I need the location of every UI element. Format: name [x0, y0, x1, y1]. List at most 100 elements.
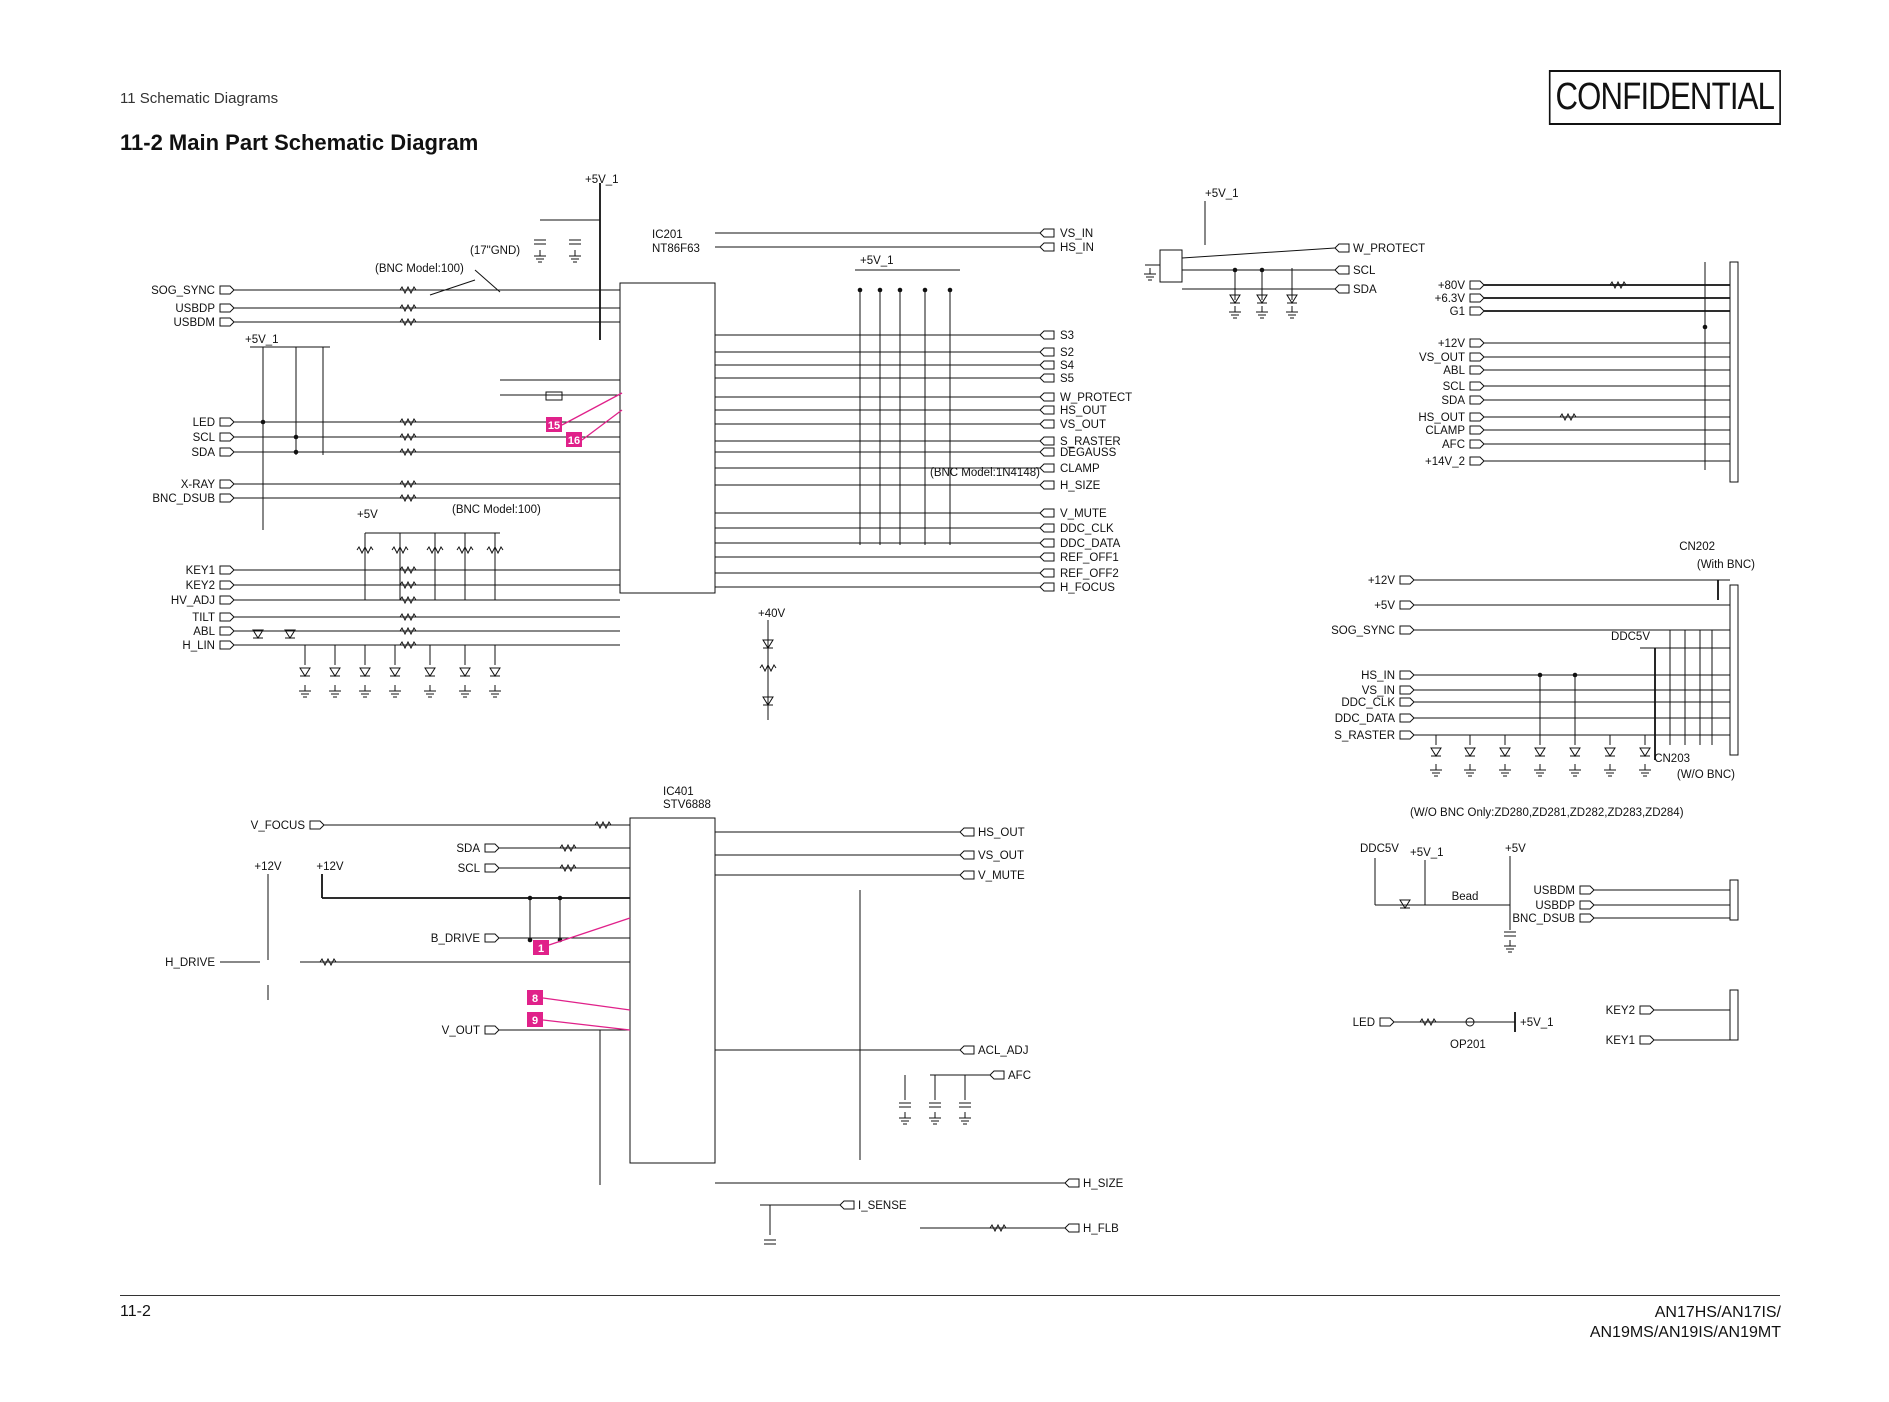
power-label-5v1-f: +5V_1: [1520, 1017, 1554, 1029]
resistor: [399, 285, 417, 295]
conn-port-g1: G1: [1450, 306, 1465, 318]
connector-keys: [1729, 989, 1739, 1041]
port-label-ref_off1: REF_OFF1: [1060, 552, 1119, 564]
conn-port-63v: +6.3V: [1435, 293, 1466, 305]
wire-group: [219, 183, 1730, 1245]
port-arrow: [219, 626, 235, 636]
port-arrow: [1039, 419, 1055, 429]
junction-dot: [1702, 324, 1708, 330]
power-label-40v: +40V: [758, 608, 786, 620]
diode: [284, 629, 296, 639]
marker-15: 15: [548, 420, 560, 432]
port-arrow: [1334, 265, 1350, 275]
model-line-1: AN17HS/AN17IS/: [1654, 1304, 1781, 1321]
probe-line-1: [548, 917, 631, 946]
bnc-option: [474, 269, 501, 293]
mid-port-sda: SDA: [1353, 284, 1377, 296]
port-arrow: [1579, 885, 1595, 895]
lr-port-h_flb: H_FLB: [1083, 1223, 1119, 1235]
port-arrow: [484, 843, 500, 853]
port-arrow: [959, 870, 975, 880]
note-bnc-diode: (BNC Model:1N4148): [930, 467, 1040, 479]
resistor: [399, 417, 417, 427]
junction-dot: [857, 287, 863, 293]
junction-dot: [897, 287, 903, 293]
note-bnc-100-b: (BNC Model:100): [452, 504, 541, 516]
key-port-key1: KEY1: [1606, 1035, 1635, 1047]
diode: [1639, 747, 1651, 757]
mid-port-scl: SCL: [1353, 265, 1376, 277]
port-label-h_size: H_SIZE: [1060, 480, 1101, 492]
marker-16-box: [566, 432, 582, 447]
port-label-ddc_data: DDC_DATA: [1060, 538, 1121, 550]
port-arrow: [1399, 685, 1415, 695]
port-arrow: [219, 565, 235, 575]
diode: [1430, 747, 1442, 757]
port-arrow: [1469, 352, 1485, 362]
port-arrow: [219, 447, 235, 457]
resistor: [1609, 280, 1627, 290]
port-label-key2: KEY2: [186, 580, 215, 592]
model-numbers: AN17HS/AN17IS/ AN19MS/AN19IS/AN19MT: [1590, 1303, 1781, 1343]
port-arrow: [484, 1025, 500, 1035]
port-arrow: [1399, 730, 1415, 740]
ic401-body: [629, 817, 716, 1164]
ll-port-h_drive: H_DRIVE: [165, 957, 215, 969]
connector-usb: [1729, 879, 1739, 921]
marker-16: 16: [568, 435, 580, 447]
port-label-v_mute: V_MUTE: [1060, 508, 1107, 520]
port-label-s3: S3: [1060, 330, 1074, 342]
resistor: [1419, 1017, 1437, 1027]
resistor: [399, 493, 417, 503]
lr-port-v_mute: V_MUTE: [978, 870, 1025, 882]
port-arrow: [1469, 280, 1485, 290]
port-arrow: [1469, 456, 1485, 466]
ic201-body: [619, 282, 716, 594]
port-arrow: [1334, 243, 1350, 253]
junction-dot: [557, 895, 563, 901]
junction-dot: [922, 287, 928, 293]
op201-label: OP201: [1450, 1039, 1486, 1051]
diode: [1399, 899, 1411, 909]
diode: [424, 667, 436, 677]
marker-1: 1: [538, 943, 544, 955]
footer-rule: [120, 1295, 1780, 1296]
port-label-bnc_dsub: BNC_DSUB: [152, 493, 215, 505]
port-label-sda: SDA: [191, 447, 215, 459]
conn-port-80v: +80V: [1438, 280, 1466, 292]
port-arrow: [1039, 330, 1055, 340]
port-label-s5: S5: [1060, 373, 1074, 385]
marker-1-box: [533, 940, 549, 955]
ll-port-sda: SDA: [456, 843, 480, 855]
cn202-label: CN202: [1679, 541, 1715, 553]
port-arrow: [1469, 293, 1485, 303]
power-label-5v1-d: +5V_1: [1205, 188, 1239, 200]
bnc-port-ddcdata: DDC_DATA: [1335, 713, 1396, 725]
port-arrow: [1039, 405, 1055, 415]
marker-8: 8: [532, 993, 538, 1005]
port-arrow: [1469, 306, 1485, 316]
resistor: [989, 1223, 1007, 1233]
port-arrow: [1039, 568, 1055, 578]
port-arrow: [1399, 600, 1415, 610]
diode: [1569, 747, 1581, 757]
port-arrow: [1039, 360, 1055, 370]
port-arrow: [1399, 625, 1415, 635]
port-label-hs_out: HS_OUT: [1060, 405, 1107, 417]
with-bnc-label: (With BNC): [1697, 559, 1755, 571]
port-label-s2: S2: [1060, 347, 1074, 359]
crystal: [545, 391, 563, 401]
conn-port-afc: AFC: [1442, 439, 1465, 451]
port-arrow: [1039, 436, 1055, 446]
page-title: 11-2 Main Part Schematic Diagram: [120, 130, 479, 155]
port-arrow: [1469, 412, 1485, 422]
power-label-12v-b: +12V: [316, 861, 344, 873]
port-arrow: [1334, 284, 1350, 294]
resistor: [399, 626, 417, 636]
port-arrow: [1639, 1035, 1655, 1045]
resistor: [559, 863, 577, 873]
port-arrow: [1039, 447, 1055, 457]
port-arrow: [219, 417, 235, 427]
port-label-usbdm: USBDM: [173, 317, 215, 329]
